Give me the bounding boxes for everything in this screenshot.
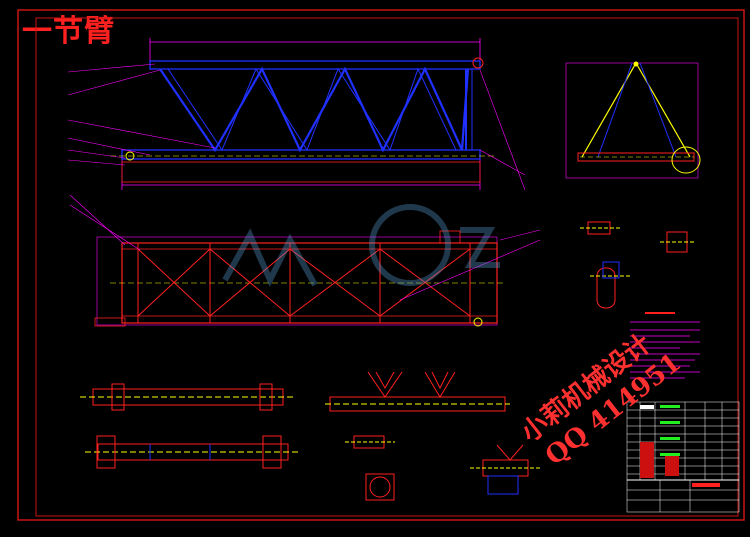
detail-views-right <box>580 221 695 309</box>
watermark-logo <box>222 204 500 288</box>
bill-of-materials <box>626 401 740 513</box>
end-view-triangle <box>565 61 701 179</box>
drawing-title: 一节臂 <box>22 14 115 49</box>
outer-frame <box>17 9 745 521</box>
inner-frame <box>35 17 739 517</box>
chord-views-lower <box>80 371 540 501</box>
truss-elevation <box>67 38 526 191</box>
truss-plan-view <box>69 194 541 327</box>
technical-notes <box>630 312 700 379</box>
